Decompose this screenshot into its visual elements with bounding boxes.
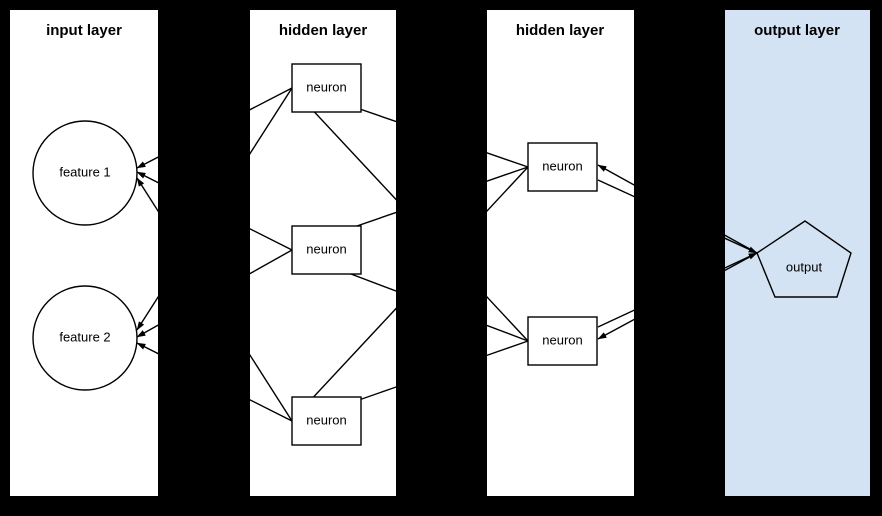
feature-2[interactable]: feature 2 [32, 285, 138, 391]
edge-output-to-h2n1 [725, 234, 758, 254]
hidden2-neuron-2[interactable]: neuron [527, 316, 598, 366]
layer-title-hidden-1: hidden layer [279, 22, 368, 39]
edge-h2n1-to-h1n1 [487, 152, 529, 168]
edge-h2n1-to-h1n2 [487, 166, 529, 182]
hidden1-neuron-3-label: neuron [306, 412, 346, 427]
layer-titles: input layer hidden layer hidden layer outpu… [46, 22, 840, 39]
hidden2-neuron-1[interactable]: neuron [527, 142, 598, 192]
layer-nodes: feature 1 feature 2 neuron neuron neuron neur… [32, 63, 852, 446]
edge-h2n1-to-h1n3 [487, 166, 529, 212]
output-node-pentagon [756, 220, 852, 298]
feature-2-label: feature 2 [59, 329, 110, 344]
hidden2-neuron-1-label: neuron [542, 158, 582, 173]
connection-edges [136, 85, 758, 424]
edge-h1n2-to-feature2 [250, 249, 293, 275]
hidden1-neuron-3-box [291, 396, 362, 446]
edge-output-to-h2n2 [597, 318, 634, 340]
edge-h2n2-to-h1n2 [487, 324, 529, 342]
panel-input [10, 10, 158, 496]
edge-h2n1-to-output [597, 179, 634, 198]
hidden1-neuron-1-box [291, 63, 362, 113]
feature-1-circle [32, 120, 138, 226]
edge-h1n1-to-feature1 [250, 87, 293, 111]
edge-h1n1-to-feature2 [250, 87, 293, 155]
edge-h2n2-to-h1n1 [292, 88, 396, 201]
hidden1-neuron-2-box [291, 225, 362, 275]
edge-h2n2-to-h1n3 [487, 340, 529, 357]
feature-1[interactable]: feature 1 [32, 120, 138, 226]
hidden1-neuron-3[interactable]: neuron [291, 396, 362, 446]
layer-title-hidden-2: hidden layer [516, 22, 605, 39]
edge-h2n2-to-h1n1 [487, 296, 529, 342]
hidden1-neuron-2[interactable]: neuron [291, 225, 362, 275]
feature-2-circle [32, 285, 138, 391]
hidden1-neuron-1[interactable]: neuron [291, 63, 362, 113]
hidden2-neuron-1-box [527, 142, 598, 192]
layer-title-output: output layer [754, 22, 840, 39]
edge-h2n2-to-output [597, 309, 634, 328]
panel-hidden-2 [487, 10, 634, 496]
output-node-label: output [786, 259, 823, 274]
layer-title-input: input layer [46, 22, 122, 39]
feature-1-label: feature 1 [59, 164, 110, 179]
edge-h1n3-to-feature1 [250, 353, 293, 422]
edge-h1n2-to-feature1 [250, 228, 293, 251]
output-node[interactable]: output [756, 220, 852, 298]
edge-h2n2-to-output [725, 252, 758, 269]
edge-h2n1-to-h1n3 [292, 307, 396, 420]
hidden1-neuron-2-label: neuron [306, 241, 346, 256]
edge-output-to-h2n1 [597, 164, 634, 186]
edge-h2n1-to-output [725, 237, 758, 254]
hidden2-neuron-2-label: neuron [542, 332, 582, 347]
hidden1-neuron-1-label: neuron [306, 79, 346, 94]
edge-output-to-h2n2 [725, 252, 758, 272]
hidden2-neuron-2-box [527, 316, 598, 366]
edge-h1n3-to-feature2 [250, 399, 293, 422]
